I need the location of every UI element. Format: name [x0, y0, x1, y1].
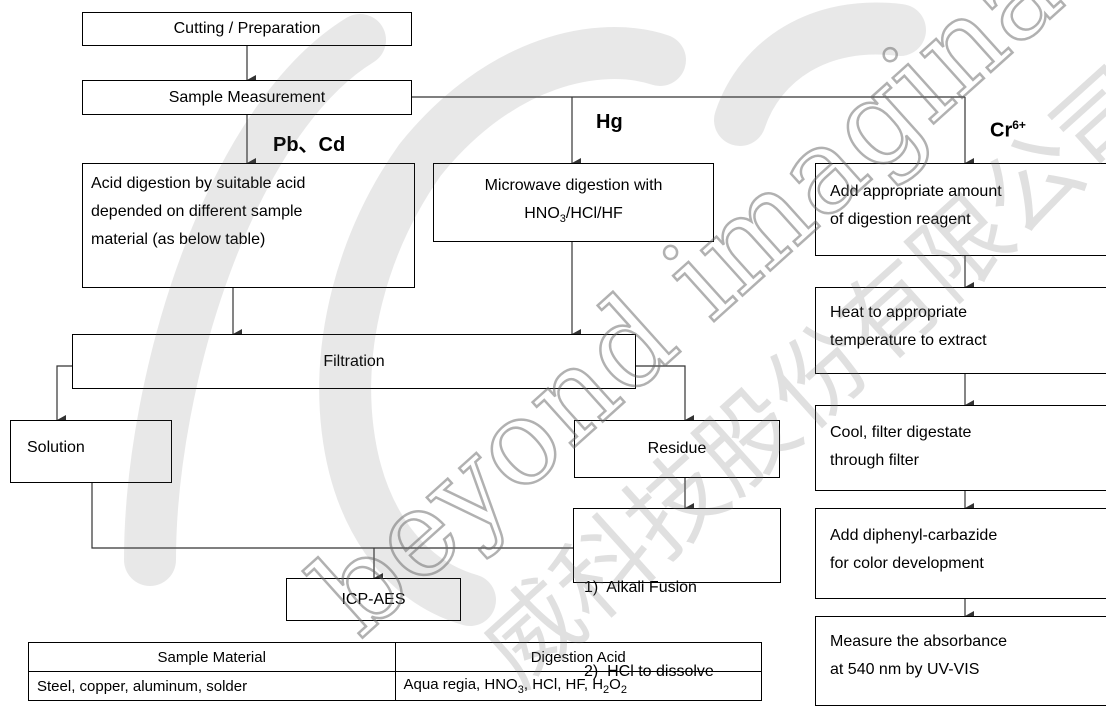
solution-box: Solution [10, 420, 172, 483]
acid-sub: 2 [620, 684, 627, 696]
table-header-row: Sample Material Digestion Acid [28, 642, 762, 672]
microwave-acids: /HCl/HF [565, 205, 623, 222]
acid-sub: 3 [517, 684, 524, 696]
hg-label: Hg [596, 111, 623, 133]
table-cell-material: Steel, copper, aluminum, solder [28, 671, 396, 701]
digestion-acid-table: Sample Material Digestion Acid Steel, co… [28, 642, 762, 701]
table-header-sample-material: Sample Material [28, 642, 396, 672]
alkali-fusion-box: 1) Alkali Fusion 2) HCl to dissolve [573, 508, 781, 680]
microwave-line-1: Microwave digestion with [484, 177, 663, 194]
acid-text: Aqua regia, HNO [403, 676, 518, 693]
cr-step-box: Add diphenyl-carbazide for color develop… [815, 508, 1106, 599]
cr-step-line: Heat to appropriate [830, 304, 967, 321]
cr-step-line: Measure the absorbance [830, 633, 1007, 650]
acid-text: O [609, 676, 621, 693]
cr-step-line: Add diphenyl-carbazide [830, 527, 998, 544]
microwave-sub3: 3 [559, 213, 566, 226]
cr6-label-charge: 6+ [1012, 118, 1026, 132]
solution-label: Solution [27, 439, 85, 456]
cr-step-line: Add appropriate amount [830, 183, 1002, 200]
cr-step-box: Heat to appropriate temperature to extra… [815, 287, 1106, 374]
cr-step-box: Add appropriate amount of digestion reag… [815, 163, 1106, 256]
alkali-step: 1) Alkali Fusion [584, 579, 697, 596]
cr6-label: Cr6+ [990, 118, 1026, 143]
residue-box: Residue [574, 420, 780, 478]
cr-step-line: for color development [830, 555, 984, 572]
pb-cd-label: Pb、Cd [273, 134, 346, 156]
cr-step-line: temperature to extract [830, 332, 987, 349]
table-header-digestion-acid: Digestion Acid [394, 642, 762, 672]
table-row: Steel, copper, aluminum, solder Aqua reg… [28, 671, 762, 701]
microwave-line-2: HNO3/HCl/HF [434, 200, 713, 233]
cutting-preparation-label: Cutting / Preparation [173, 20, 321, 37]
acid-digestion-line: Acid digestion by suitable acid [91, 175, 306, 192]
acid-digestion-line: material (as below table) [91, 231, 266, 248]
table-cell-acid: Aqua regia, HNO3, HCl, HF, H2O2 [394, 671, 762, 701]
cr-step-line: at 540 nm by UV-VIS [830, 661, 980, 678]
cr-step-line: through filter [830, 452, 919, 469]
cutting-preparation-box: Cutting / Preparation [82, 12, 412, 46]
cr-step-box: Cool, filter digestate through filter [815, 405, 1106, 491]
icp-aes-label: ICP-AES [341, 590, 406, 608]
microwave-hno: HNO [524, 205, 560, 222]
filtration-box: Filtration [72, 334, 636, 389]
filtration-label: Filtration [323, 352, 385, 370]
icp-aes-box: ICP-AES [286, 578, 461, 621]
cr6-label-base: Cr [990, 119, 1013, 142]
acid-digestion-line: depended on different sample [91, 203, 303, 220]
cr-step-line: of digestion reagent [830, 211, 971, 228]
sample-measurement-box: Sample Measurement [82, 80, 412, 115]
cr-step-box: Measure the absorbance at 540 nm by UV-V… [815, 616, 1106, 706]
sample-measurement-label: Sample Measurement [168, 88, 326, 106]
acid-text: , HCl, HF, H [523, 676, 604, 693]
residue-label: Residue [647, 440, 707, 457]
connector-lines [56, 46, 974, 621]
acid-sub: 2 [603, 684, 610, 696]
microwave-digestion-box: Microwave digestion with HNO3/HCl/HF [433, 163, 714, 242]
cr-step-line: Cool, filter digestate [830, 424, 972, 441]
acid-digestion-box: Acid digestion by suitable acid depended… [82, 163, 415, 288]
